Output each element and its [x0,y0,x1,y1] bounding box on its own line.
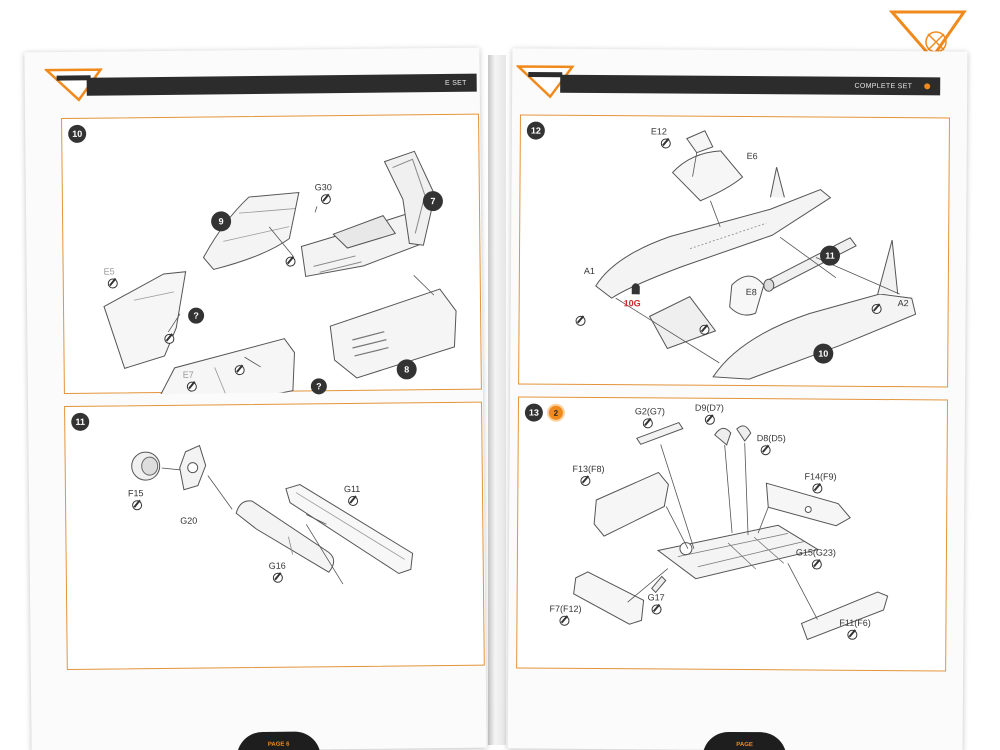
step-10-panel: 10 [61,113,482,395]
part-label-e6: E6 [746,151,758,162]
part-label-f14: F14(F9) [804,471,837,482]
glue-icon [847,629,858,640]
glue-icon [575,315,586,326]
part-label-e12: E12 [650,126,667,137]
part-label-d9: D9(D7) [694,402,724,413]
question-mark: ? [188,307,205,324]
callout-8: 8 [396,359,417,380]
glue-icon [699,324,710,335]
callout-7: 7 [422,191,444,212]
part-label-e8: E8 [745,287,757,298]
step-11-panel: 11 F15 G20 G11 G16 [64,401,485,670]
glue-icon [811,559,822,570]
part-label-f7: F7(F12) [549,603,582,614]
part-label-f15: F15 [127,488,144,499]
right-page: COMPLETE SET 12 [507,48,968,750]
part-label-a2: A2 [897,298,909,309]
glue-icon [760,445,771,456]
part-label-g11: G11 [343,483,361,495]
step-11-drawing [131,444,414,585]
page-header: E SET [86,73,477,96]
page-header: COMPLETE SET [560,74,941,96]
part-label-e5: E5 [103,266,115,277]
callout-10: 10 [813,343,834,364]
part-label-f13: F13(F8) [572,463,605,475]
part-label-g16: G16 [268,560,286,571]
page-number-tab: PAGE [702,731,787,750]
step-10-drawing [103,150,457,395]
step-12-drawing [595,130,917,380]
page-number-tab: PAGE 6 [236,731,321,750]
glue-icon [704,414,715,425]
part-label-g20: G20 [180,515,198,526]
glue-icon [186,381,197,392]
header-title: COMPLETE SET [854,82,913,90]
callout-11: 11 [819,245,841,266]
callout-9: 9 [211,211,232,232]
glue-icon [580,475,591,486]
part-label-g17: G17 [647,592,665,603]
glue-icon [812,483,823,494]
glue-icon [234,365,245,376]
part-label-e7: E7 [182,369,194,380]
left-page: E SET 10 [24,47,487,750]
part-label-g2: G2(G7) [634,406,665,417]
glue-icon [164,333,175,344]
step-12-panel: 12 E12 [518,114,950,388]
glue-icon [559,615,570,626]
glue-icon [642,418,653,429]
part-label-d8: D8(D5) [756,433,786,444]
glue-icon [272,572,283,583]
glue-icon [285,256,296,267]
part-label-g15: G15(G23) [795,547,837,558]
brand-logo [888,10,967,61]
header-dot-icon [924,83,931,90]
part-label-10g: 10G [623,298,641,309]
part-label-g30: G30 [314,182,332,193]
glue-icon [348,495,359,507]
part-label-a1: A1 [583,265,595,277]
question-mark: ? [310,378,327,395]
glue-icon [651,604,662,615]
step-13-drawing [573,421,889,641]
glue-tube-icon [631,283,640,295]
step-13-panel: 13 2 [516,396,949,672]
header-title: E SET [444,79,467,87]
glue-icon [660,138,671,149]
glue-icon [320,194,331,205]
part-label-f11: F11(F6) [839,617,871,628]
glue-icon [871,303,882,315]
glue-icon [132,500,143,511]
page-gutter [488,55,506,745]
glue-icon [107,278,118,289]
